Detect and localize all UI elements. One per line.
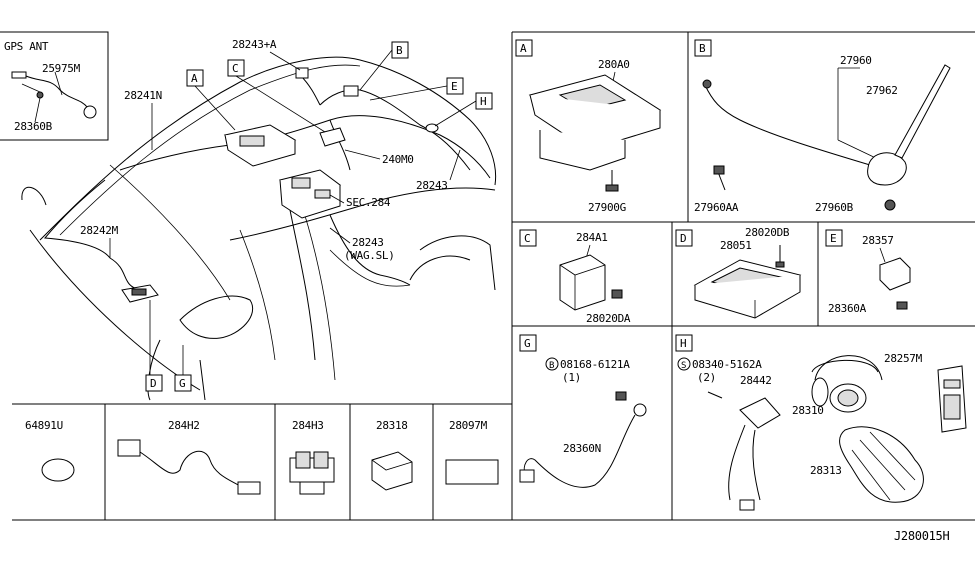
control-unit-c-in-vehicle <box>319 127 346 147</box>
panel-b-letter: B <box>699 42 706 55</box>
callout-d: D <box>150 377 156 390</box>
panel-b-part-27960b: 27960B <box>815 201 854 214</box>
panel-g-qty: (1) <box>562 371 581 384</box>
bracket-d-icon <box>121 284 159 303</box>
navigation-unit-28051-icon <box>693 259 802 319</box>
relay-28357-icon <box>879 257 911 291</box>
ground-cable-28360n-icon <box>519 391 647 488</box>
panel-h-screw-symbol: S <box>681 361 686 371</box>
panel-h-part-08340: 08340-5162A <box>692 358 762 371</box>
label-wag-sl: (WAG.SL) <box>344 249 395 262</box>
vehicle-roof-outline <box>21 56 497 401</box>
bolt-28020da-icon <box>611 289 623 299</box>
panel-d-letter: D <box>680 232 686 245</box>
bottom-row-parts: 64891U 284H2 284H3 28318 28097M <box>25 419 499 495</box>
panel-h: H S 08340-5162A (2) 28442 <box>675 334 781 511</box>
plug-64891u-icon <box>41 458 75 482</box>
rear-entertainment-accessories: 28310 28257M 28313 <box>792 352 967 503</box>
panel-a-part-280a0: 280A0 <box>598 58 630 71</box>
mount-bracket-icon <box>528 74 662 171</box>
panel-c-part-284a1: 284A1 <box>576 231 608 244</box>
panel-h-letter: H <box>680 337 686 350</box>
label-28242m: 28242M <box>80 224 119 237</box>
panel-e-part-28357: 28357 <box>862 234 894 247</box>
bolt-28360a-icon <box>896 301 908 310</box>
gps-antenna-icon <box>11 71 97 123</box>
panel-d-part-28051: 28051 <box>720 239 752 252</box>
panel-g-bolt-symbol: B <box>549 361 554 371</box>
control-unit-284a1-icon <box>559 254 606 311</box>
pouch-icon <box>839 426 924 503</box>
panel-e: E 28357 28360A <box>825 229 911 315</box>
part-28313: 28313 <box>810 464 842 477</box>
panel-b-part-27960: 27960 <box>840 54 872 67</box>
part-284h3: 284H3 <box>292 419 324 432</box>
module-28318-icon <box>371 451 413 491</box>
panel-b: B 27960 27962 27960AA 27960B <box>694 39 951 214</box>
frame-lines <box>0 31 975 521</box>
part-284h2: 284H2 <box>168 419 200 432</box>
connector-28243a-icon <box>295 67 359 97</box>
nut-27960b-icon <box>884 199 896 211</box>
panel-d-part-28020db: 28020DB <box>745 226 790 239</box>
label-28241n: 28241N <box>124 89 162 102</box>
panel-g: G B 08168-6121A (1) 28360N <box>519 334 647 488</box>
main-callouts: A C B E H D G <box>145 41 493 392</box>
module-280a0-in-vehicle <box>223 124 297 167</box>
label-sec284: SEC.284 <box>346 196 391 209</box>
diagram-id: J280015H <box>894 529 949 543</box>
panel-h-part-28442: 28442 <box>740 374 772 387</box>
part-28097m: 28097M <box>449 419 488 432</box>
callout-e: E <box>451 80 457 93</box>
panel-e-letter: E <box>830 232 836 245</box>
callout-a: A <box>191 72 198 85</box>
label-28097m-icon <box>445 459 499 485</box>
panel-c-letter: C <box>524 232 530 245</box>
part-28310: 28310 <box>792 404 824 417</box>
gps-part-28360b: 28360B <box>14 120 53 133</box>
panel-a: A 280A0 27900G <box>515 39 662 214</box>
panel-h-qty: (2) <box>697 371 716 384</box>
panel-b-part-27960aa: 27960AA <box>694 201 739 214</box>
callout-h: H <box>480 95 486 108</box>
navigation-unit-in-vehicle <box>278 169 342 219</box>
panel-g-part-08168: 08168-6121A <box>560 358 630 371</box>
part-64891u: 64891U <box>25 419 63 432</box>
cable-284h2-icon <box>117 439 261 495</box>
panel-a-part-27900g: 27900G <box>588 201 626 214</box>
gps-antenna-inset: GPS ANT 25975M 28360B <box>4 40 97 133</box>
panel-e-part-28360a: 28360A <box>828 302 867 315</box>
gps-part-25975m: 25975M <box>42 62 81 75</box>
usb-connector-28442-icon <box>707 391 781 511</box>
main-part-labels: 28243+A 28241N 240M0 28243 SEC.284 28243… <box>80 38 461 262</box>
remote-control-icon <box>937 365 967 433</box>
label-240m0: 240M0 <box>382 153 414 166</box>
panel-a-letter: A <box>520 42 527 55</box>
panel-b-part-27962: 27962 <box>866 84 898 97</box>
part-28257m: 28257M <box>884 352 923 365</box>
label-28243-wag: 28243 <box>352 236 384 249</box>
gps-inset-title: GPS ANT <box>4 40 49 53</box>
bolt-27900g-icon <box>605 170 619 192</box>
panel-c: C 284A1 28020DA <box>519 229 631 325</box>
callout-b: B <box>396 44 403 57</box>
callout-g: G <box>179 377 185 390</box>
panel-c-part-28020da: 28020DA <box>586 312 631 325</box>
screw-28020db-icon <box>775 245 785 268</box>
screw-symbol-icon <box>677 357 691 371</box>
bolt-symbol-icon <box>545 357 559 371</box>
part-28318: 28318 <box>376 419 408 432</box>
label-28243: 28243 <box>416 179 448 192</box>
callout-c: C <box>232 62 238 75</box>
panel-g-letter: G <box>524 337 530 350</box>
panel-g-part-28360n: 28360N <box>563 442 601 455</box>
label-28243a: 28243+A <box>232 38 277 51</box>
screw-27960aa-icon <box>713 165 726 191</box>
panel-d: D 28020DB 28051 <box>675 226 802 319</box>
roof-antenna-icon <box>702 64 951 186</box>
headphones-icon <box>811 355 883 413</box>
connector-284h3-icon <box>289 451 335 495</box>
